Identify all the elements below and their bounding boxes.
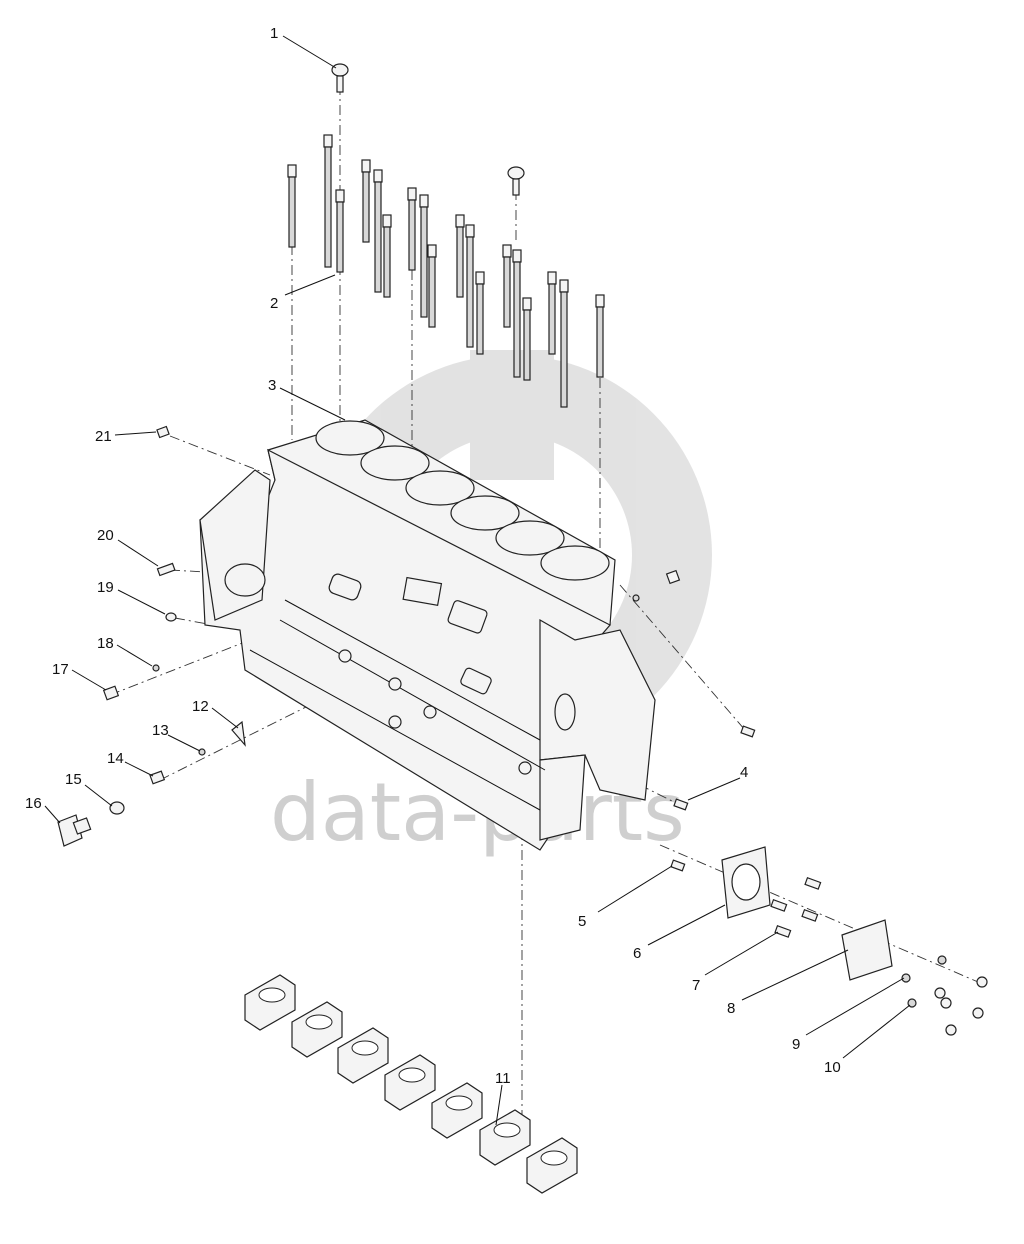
bolt <box>475 271 485 355</box>
bolt <box>335 189 345 273</box>
bolt <box>547 271 557 355</box>
callout-11: 11 <box>495 1070 511 1087</box>
callout-21: 21 <box>95 428 112 445</box>
callout-leaders <box>44 35 911 1126</box>
bolt <box>502 244 512 328</box>
lifting-eye <box>507 166 525 196</box>
bolt <box>382 214 392 298</box>
callout-4: 4 <box>740 764 748 781</box>
cylinder-block <box>199 419 656 851</box>
bolt <box>559 279 569 408</box>
lifting-eye <box>331 63 349 93</box>
bolt <box>407 187 417 271</box>
bolt <box>455 214 465 298</box>
callout-3: 3 <box>268 377 276 394</box>
callout-16: 16 <box>25 795 42 812</box>
callout-8: 8 <box>727 1000 735 1017</box>
callout-12: 12 <box>192 698 209 715</box>
callout-6: 6 <box>633 945 641 962</box>
bolt <box>512 249 522 378</box>
callout-20: 20 <box>97 527 114 544</box>
callout-17: 17 <box>52 661 69 678</box>
bolt <box>522 297 532 381</box>
callout-14: 14 <box>107 750 124 767</box>
head-bolts <box>287 134 605 408</box>
callout-7: 7 <box>692 977 700 994</box>
bolt <box>427 244 437 328</box>
callout-labels: 1 2 3 4 5 6 7 8 9 10 11 12 13 14 15 16 1… <box>25 25 841 1087</box>
right-fittings <box>632 569 988 1036</box>
callout-1: 1 <box>270 25 278 42</box>
bolt <box>419 194 429 318</box>
callout-15: 15 <box>65 771 82 788</box>
callout-5: 5 <box>578 913 586 930</box>
callout-18: 18 <box>97 635 114 652</box>
bolt <box>361 159 371 243</box>
callout-19: 19 <box>97 579 114 596</box>
callout-2: 2 <box>270 295 278 312</box>
bolt <box>287 164 297 248</box>
bolt <box>595 294 605 378</box>
callout-10: 10 <box>824 1059 841 1076</box>
left-fittings <box>57 425 246 847</box>
bolt <box>373 169 383 293</box>
callout-9: 9 <box>792 1036 800 1053</box>
callout-13: 13 <box>152 722 169 739</box>
bolt <box>465 224 475 348</box>
bolt <box>323 134 333 268</box>
main-bearing-caps <box>244 974 578 1194</box>
